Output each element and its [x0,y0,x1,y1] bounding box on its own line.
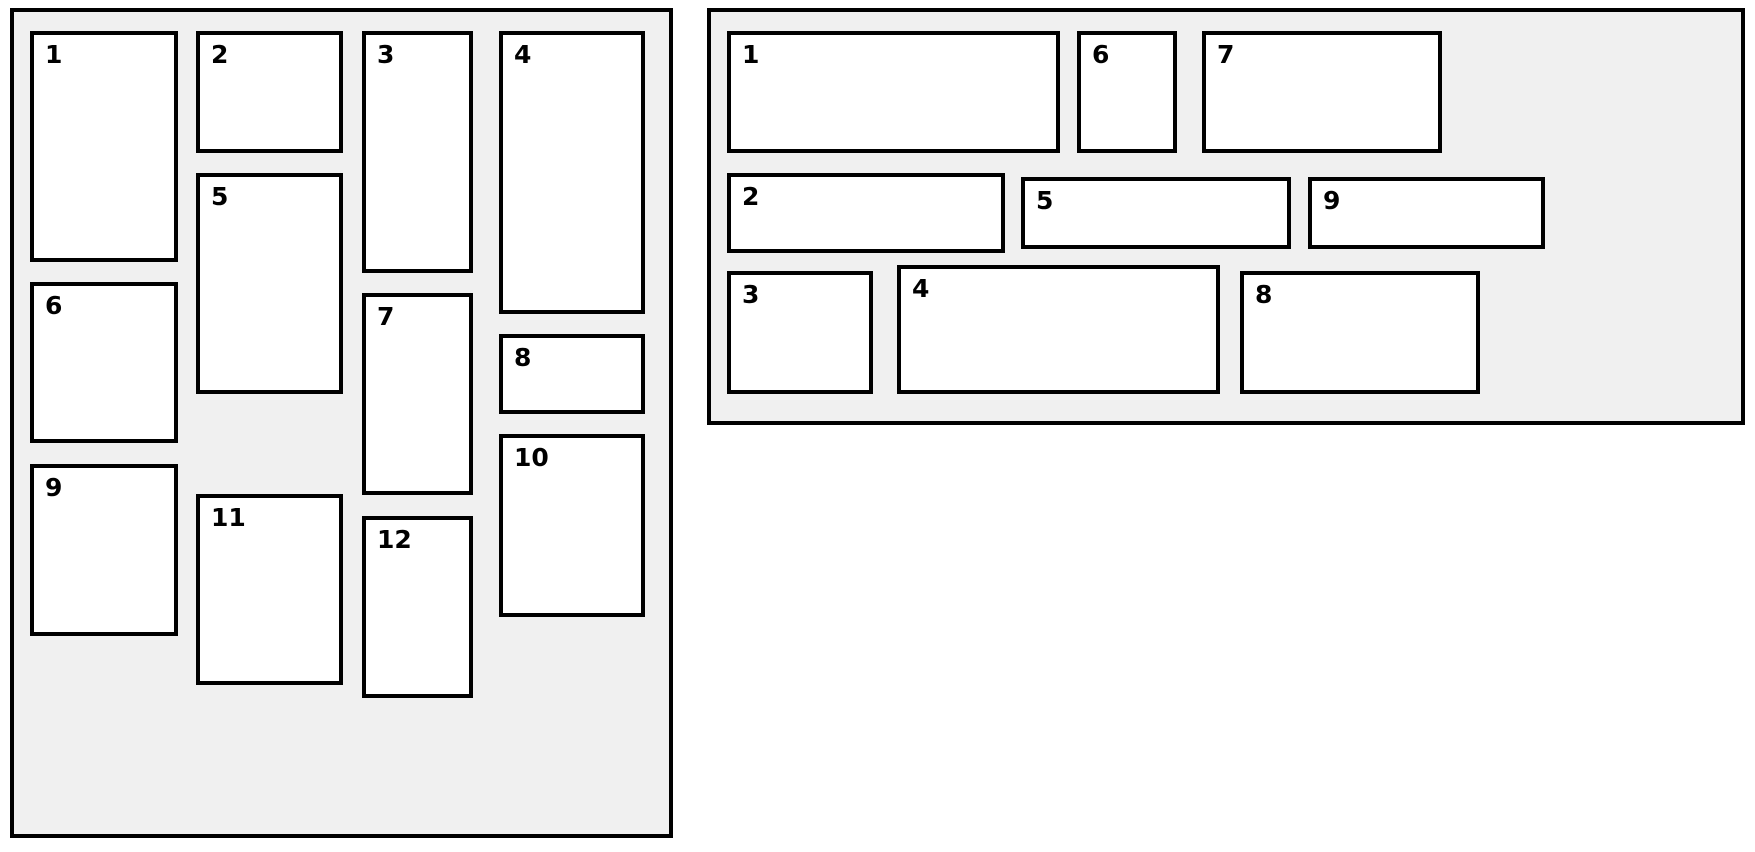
layout-box-9[interactable]: 9 [30,464,178,636]
layout-box-6[interactable]: 6 [30,282,178,443]
layout-box-7[interactable]: 7 [362,293,473,495]
layout-box-label: 7 [377,302,395,331]
layout-box-1[interactable]: 1 [727,31,1060,153]
layout-box-8[interactable]: 8 [499,334,645,414]
right-panel: 1 6 7 2 5 9 3 4 8 [707,8,1745,425]
layout-box-3[interactable]: 3 [727,271,873,394]
layout-box-5[interactable]: 5 [1021,177,1291,249]
layout-box-10[interactable]: 10 [499,434,645,617]
layout-box-1[interactable]: 1 [30,31,178,262]
layout-box-label: 4 [912,274,930,303]
layout-box-label: 8 [514,343,532,372]
layout-box-label: 8 [1255,280,1273,309]
layout-box-label: 1 [45,40,63,69]
layout-box-label: 9 [1323,186,1341,215]
layout-box-label: 6 [45,291,63,320]
layout-box-4[interactable]: 4 [897,265,1220,394]
layout-box-label: 3 [742,280,760,309]
layout-box-2[interactable]: 2 [196,31,343,153]
layout-box-label: 9 [45,473,63,502]
layout-box-label: 4 [514,40,532,69]
layout-box-label: 3 [377,40,395,69]
layout-box-label: 1 [742,40,760,69]
layout-box-label: 6 [1092,40,1110,69]
layout-box-5[interactable]: 5 [196,173,343,394]
layout-box-7[interactable]: 7 [1202,31,1442,153]
layout-box-label: 11 [211,503,246,532]
layout-box-label: 12 [377,525,412,554]
layout-box-label: 5 [211,182,229,211]
layout-box-8[interactable]: 8 [1240,271,1480,394]
layout-box-3[interactable]: 3 [362,31,473,273]
layout-box-9[interactable]: 9 [1308,177,1545,249]
layout-box-label: 10 [514,443,549,472]
layout-box-4[interactable]: 4 [499,31,645,314]
layout-box-6[interactable]: 6 [1077,31,1177,153]
layout-box-label: 2 [211,40,229,69]
layout-box-2[interactable]: 2 [727,173,1005,253]
layout-box-11[interactable]: 11 [196,494,343,685]
layout-box-12[interactable]: 12 [362,516,473,698]
layout-box-label: 5 [1036,186,1054,215]
layout-box-label: 7 [1217,40,1235,69]
layout-box-label: 2 [742,182,760,211]
